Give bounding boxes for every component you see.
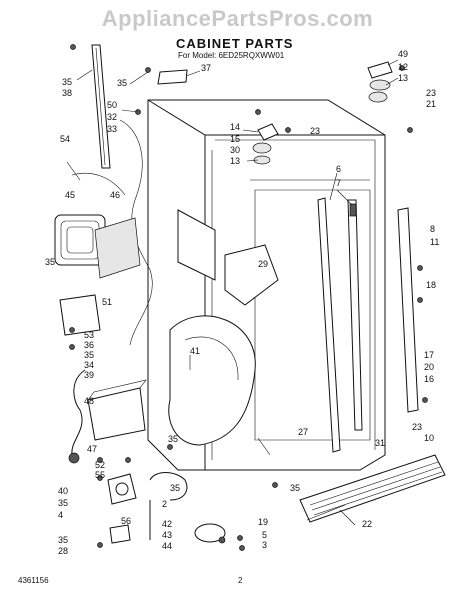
callout-51: 51: [102, 297, 112, 307]
callout-39: 39: [84, 370, 94, 380]
callout-35: 35: [84, 350, 94, 360]
callout-35: 35: [168, 434, 178, 444]
callout-49: 49: [398, 49, 408, 59]
callout-5: 5: [262, 530, 267, 540]
callout-43: 43: [162, 530, 172, 540]
callout-16: 16: [424, 374, 434, 384]
callout-35: 35: [62, 77, 72, 87]
callout-23: 23: [426, 88, 436, 98]
callout-50: 50: [107, 100, 117, 110]
top-hinge: [367, 61, 393, 103]
callout-42: 42: [162, 519, 172, 529]
drain-fitting: [194, 523, 245, 551]
door-strips: [317, 197, 363, 453]
callout-54: 54: [60, 134, 70, 144]
diagram-title: CABINET PARTS: [176, 36, 294, 51]
wire-lead: [71, 172, 126, 196]
callout-35: 35: [117, 78, 127, 88]
callout-2: 2: [162, 499, 167, 509]
callout-56: 56: [121, 516, 131, 526]
callout-38: 38: [62, 88, 72, 98]
filter-panel: [94, 217, 141, 279]
callout-35: 35: [58, 498, 68, 508]
callout-10: 10: [424, 433, 434, 443]
cord-plug: [68, 452, 80, 464]
callout-17: 17: [424, 350, 434, 360]
callout-21: 21: [426, 99, 436, 109]
callout-18: 18: [426, 280, 436, 290]
callout-36: 36: [84, 340, 94, 350]
callout-14: 14: [230, 122, 240, 132]
callout-37: 37: [201, 63, 211, 73]
callout-31: 31: [375, 438, 385, 448]
cover-plate: [59, 294, 101, 336]
callout-12: 12: [398, 62, 408, 72]
center-hinge: [252, 123, 279, 165]
callout-7: 7: [336, 178, 341, 188]
callout-6: 6: [336, 164, 341, 174]
callout-44: 44: [162, 541, 172, 551]
callout-27: 27: [298, 427, 308, 437]
callout-28: 28: [58, 546, 68, 556]
screws: [69, 44, 428, 548]
callout-48: 48: [84, 396, 94, 406]
cabinet-shell: [147, 99, 386, 471]
callout-19: 19: [258, 517, 268, 527]
page-number: 2: [238, 576, 243, 585]
model-subtitle: For Model: 6ED25RQXWW01: [178, 51, 285, 60]
callout-15: 15: [230, 134, 240, 144]
watermark: AppliancePartsPros.com: [101, 6, 374, 31]
right-trim-strip: [397, 207, 419, 413]
callout-41: 41: [190, 346, 200, 356]
doc-number: 4361156: [18, 576, 49, 585]
callout-35: 35: [290, 483, 300, 493]
callout-3: 3: [262, 540, 267, 550]
junction-box: [87, 379, 147, 441]
callout-34: 34: [84, 360, 94, 370]
callout-13: 13: [398, 73, 408, 83]
callout-20: 20: [424, 362, 434, 372]
callout-35: 35: [45, 257, 55, 267]
toe-grille: [299, 454, 446, 523]
callout-11: 11: [430, 237, 439, 247]
callout-55: 55: [95, 470, 105, 480]
callout-4: 4: [58, 510, 63, 520]
callout-33: 33: [107, 124, 117, 134]
callout-8: 8: [430, 224, 435, 234]
callout-29: 29: [258, 259, 268, 269]
left-trim-strip: [91, 44, 111, 169]
callout-53: 53: [84, 330, 94, 340]
leader-lines: [66, 59, 399, 526]
callout-35: 35: [170, 483, 180, 493]
power-cord: [71, 369, 86, 456]
callout-13: 13: [230, 156, 240, 166]
callout-46: 46: [110, 190, 120, 200]
callout-45: 45: [65, 190, 75, 200]
callout-40: 40: [58, 486, 68, 496]
drain-tube: [149, 472, 188, 501]
callout-30: 30: [230, 145, 240, 155]
callout-labels: 35 38 35 37 50 32 33 54 46 45 35 51 53 3…: [45, 49, 439, 556]
callout-22: 22: [362, 519, 372, 529]
callout-23: 23: [412, 422, 422, 432]
bracket-assembly: [107, 473, 137, 505]
callout-23: 23: [310, 126, 320, 136]
callout-32: 32: [107, 112, 117, 122]
top-cover: [157, 69, 188, 85]
callout-47: 47: [87, 444, 97, 454]
callout-52: 52: [95, 460, 105, 470]
callout-35: 35: [58, 535, 68, 545]
bracket-clip: [109, 524, 131, 544]
